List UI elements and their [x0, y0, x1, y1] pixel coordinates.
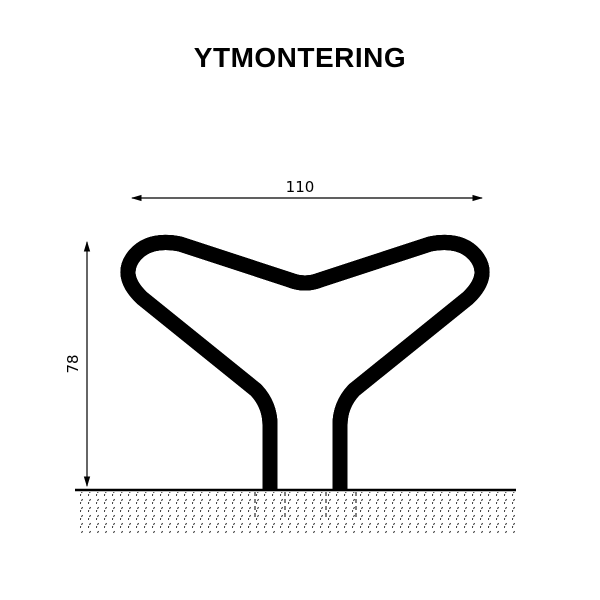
ground-hatching — [75, 492, 515, 534]
rack-tube — [128, 242, 482, 490]
anchor-marks — [254, 492, 357, 520]
width-dimension-label: 110 — [286, 178, 315, 196]
height-dimension: 78 — [64, 240, 91, 488]
height-dimension-label: 78 — [64, 354, 82, 373]
page-title: YTMONTERING — [193, 42, 407, 73]
ground — [75, 488, 516, 534]
width-dimension: 110 — [130, 178, 484, 202]
